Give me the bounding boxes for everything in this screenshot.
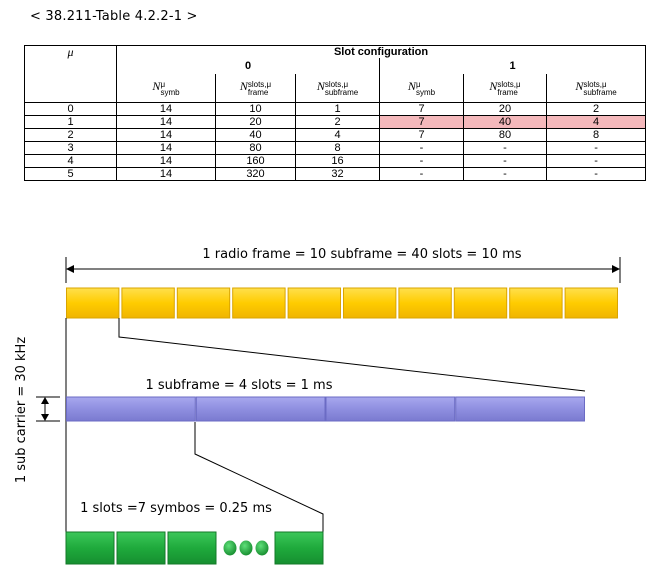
subframe-block [453,287,508,319]
subframe-block [232,287,286,319]
slot-configuration-header: Slot configuration [115,45,647,58]
carrier-arrow-down-icon [41,414,49,421]
subframe-block [343,287,397,319]
slot-block [66,396,196,422]
symbol-block [167,531,217,565]
symbol-block [116,531,166,565]
slot-label: 1 slots =7 symbos = 0.25 ms [80,501,272,516]
symbol-block [274,531,324,565]
config-1-header: 1 [378,58,647,74]
cell-cfg0-2: 32 [295,167,380,181]
symbol-block [65,531,115,565]
subframe-block [287,287,342,319]
cell-cfg1-0: - [379,167,464,181]
cell-cfg0-1: 320 [215,167,296,181]
subframe-block [509,287,563,319]
mu-header: μ [24,45,117,103]
frame-label: 1 radio frame = 10 subframe = 40 slots =… [202,247,521,262]
carrier-arrow-up-icon [41,397,49,404]
subframe-label: 1 subframe = 4 slots = 1 ms [146,378,333,393]
frame-arrow-right-icon [612,265,620,273]
cell-cfg1-2: - [545,167,647,181]
carrier-label: 1 sub carrier = 30 kHz [14,337,29,483]
subframe-block [398,287,452,319]
subframe-block [66,287,120,319]
ellipsis-dot-icon [239,540,253,556]
subframe-slots [66,396,585,422]
zoom-line-subframe [118,318,586,392]
ellipsis-dot-icon [255,540,269,556]
subframe-block [176,287,231,319]
cell-cfg1-2: 4 [545,115,647,129]
ellipsis-dot-icon [223,540,237,556]
slot-block [455,396,585,422]
cell-cfg0-0: 14 [116,167,216,181]
spec-reference: < 38.211-Table 4.2.2-1 > [30,9,198,24]
slot-block [325,396,456,422]
slot-symbols [65,531,324,565]
subframe-block [121,287,175,319]
subframe-block [564,287,618,319]
zoom-line-slot [194,422,324,532]
radio-frame-subframes [66,287,618,319]
slot-block [195,396,326,422]
frame-arrow-left-icon [66,265,74,273]
